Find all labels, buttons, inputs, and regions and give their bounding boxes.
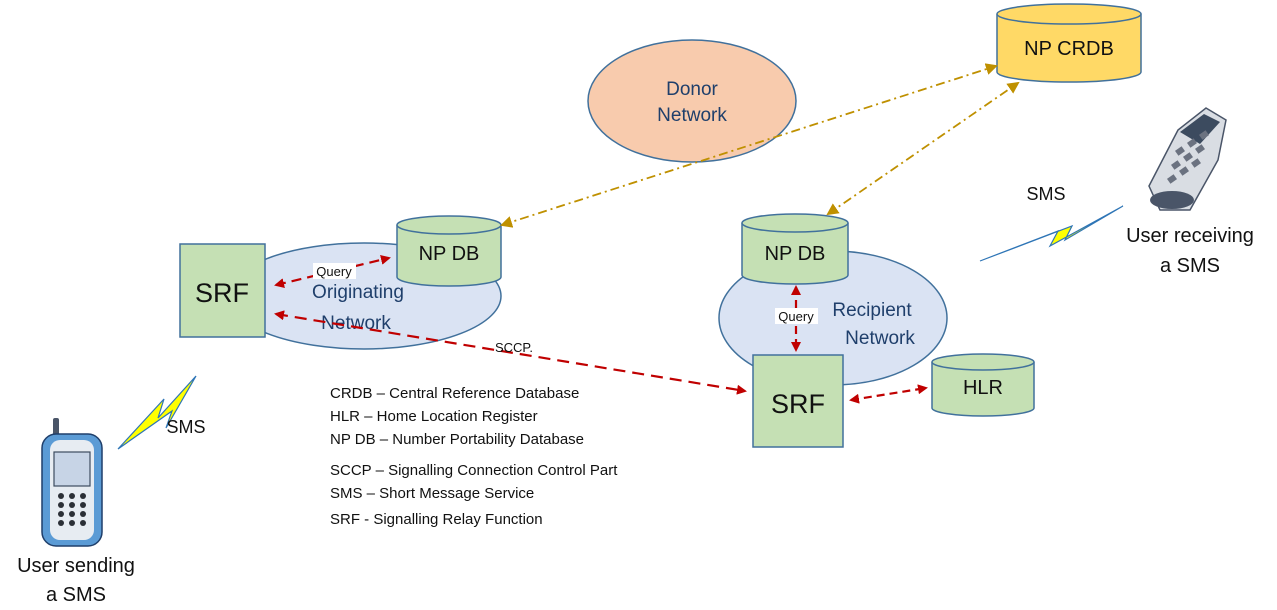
orig-query-arrow xyxy=(274,254,391,289)
srf-hlr-arrow xyxy=(849,384,928,404)
recip-query-label: Query xyxy=(778,309,814,324)
receiver-phone-icon xyxy=(1148,107,1227,211)
originating-network-label-line1: Originating xyxy=(312,282,404,303)
orig-query-label-bg xyxy=(313,263,356,279)
donor-network-label-line1: Donor xyxy=(666,79,718,100)
donor-network: Donor Network xyxy=(587,39,797,163)
recipient-srf: SRF xyxy=(752,354,844,448)
sms-label-receiver: SMS xyxy=(1026,184,1065,204)
sms-bolt-sender xyxy=(117,375,197,450)
legend-item-crdb: CRDB – Central Reference Database xyxy=(330,385,579,402)
orig-query-label: Query xyxy=(316,264,352,279)
receiver-label-line2: a SMS xyxy=(1160,255,1220,277)
hlr-database: HLR xyxy=(931,353,1035,417)
originating-np-db-label: NP DB xyxy=(419,243,480,265)
np-crdb-database: NP CRDB xyxy=(996,3,1142,83)
originating-np-db: NP DB xyxy=(396,215,502,287)
sms-bolt-receiver xyxy=(979,205,1124,262)
legend-item-srf: SRF - Signalling Relay Function xyxy=(330,511,543,528)
recipient-network-label-line2: Network xyxy=(845,328,915,349)
legend-item-hlr: HLR – Home Location Register xyxy=(330,408,538,425)
sender-label-line2: a SMS xyxy=(46,584,106,606)
sender-phone-icon xyxy=(41,418,103,547)
originating-srf-label: SRF xyxy=(195,278,249,308)
sms-label-sender: SMS xyxy=(166,417,205,437)
crdb-link-recipient xyxy=(826,81,1020,216)
legend-item-sccp: SCCP – Signalling Connection Control Par… xyxy=(330,462,618,479)
sccp-label: SCCP. xyxy=(495,340,533,355)
sccp-arrow xyxy=(274,310,747,395)
recipient-network-label-line1: Recipient xyxy=(832,300,912,321)
recipient-np-db: NP DB xyxy=(741,213,849,285)
hlr-label: HLR xyxy=(963,377,1003,399)
recipient-srf-label: SRF xyxy=(771,389,825,419)
legend-item-sms: SMS – Short Message Service xyxy=(330,485,534,502)
originating-srf: SRF xyxy=(179,243,266,338)
recipient-np-db-label: NP DB xyxy=(765,243,826,265)
legend: CRDB – Central Reference Database HLR – … xyxy=(330,385,618,528)
legend-item-np-db: NP DB – Number Portability Database xyxy=(330,431,584,448)
recip-query-label-bg xyxy=(775,308,818,324)
sender-label-line1: User sending xyxy=(17,555,135,577)
donor-network-label-line2: Network xyxy=(657,105,727,126)
np-crdb-label: NP CRDB xyxy=(1024,38,1114,60)
receiver-label-line1: User receiving xyxy=(1126,225,1254,247)
